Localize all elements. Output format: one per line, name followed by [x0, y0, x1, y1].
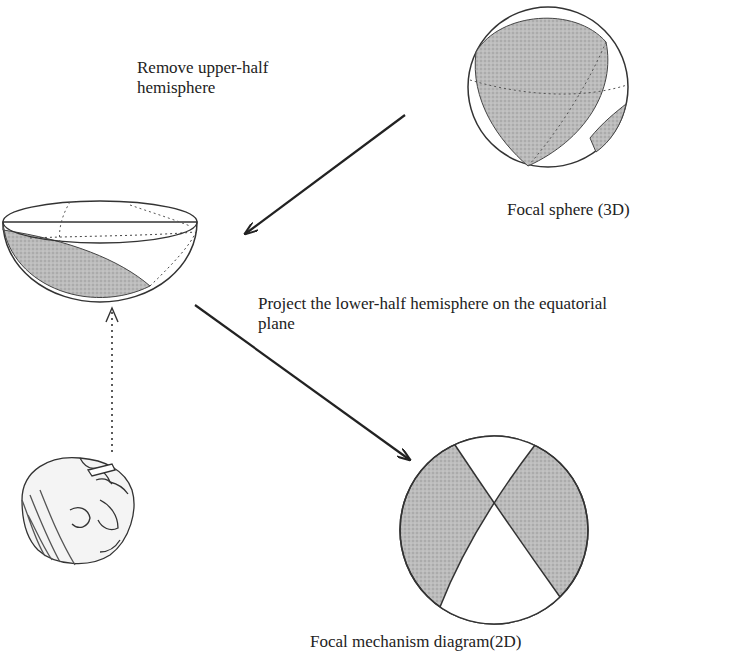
arrow: [245, 115, 405, 234]
caption-label: Focal mechanism diagram(2D): [310, 632, 610, 652]
caption-label: Project the lower-half hemisphere on the…: [258, 294, 638, 334]
view-line: [111, 312, 113, 452]
caption-label: Focal sphere (3D): [507, 200, 727, 220]
beach-ball: [400, 436, 588, 624]
arrow: [195, 305, 410, 460]
focal-sphere: [468, 7, 628, 167]
lower-hemisphere: [3, 201, 197, 302]
view-arrowhead: [106, 308, 118, 322]
caption-label: Remove upper-half hemisphere: [137, 58, 307, 98]
observer-head: [22, 458, 134, 565]
